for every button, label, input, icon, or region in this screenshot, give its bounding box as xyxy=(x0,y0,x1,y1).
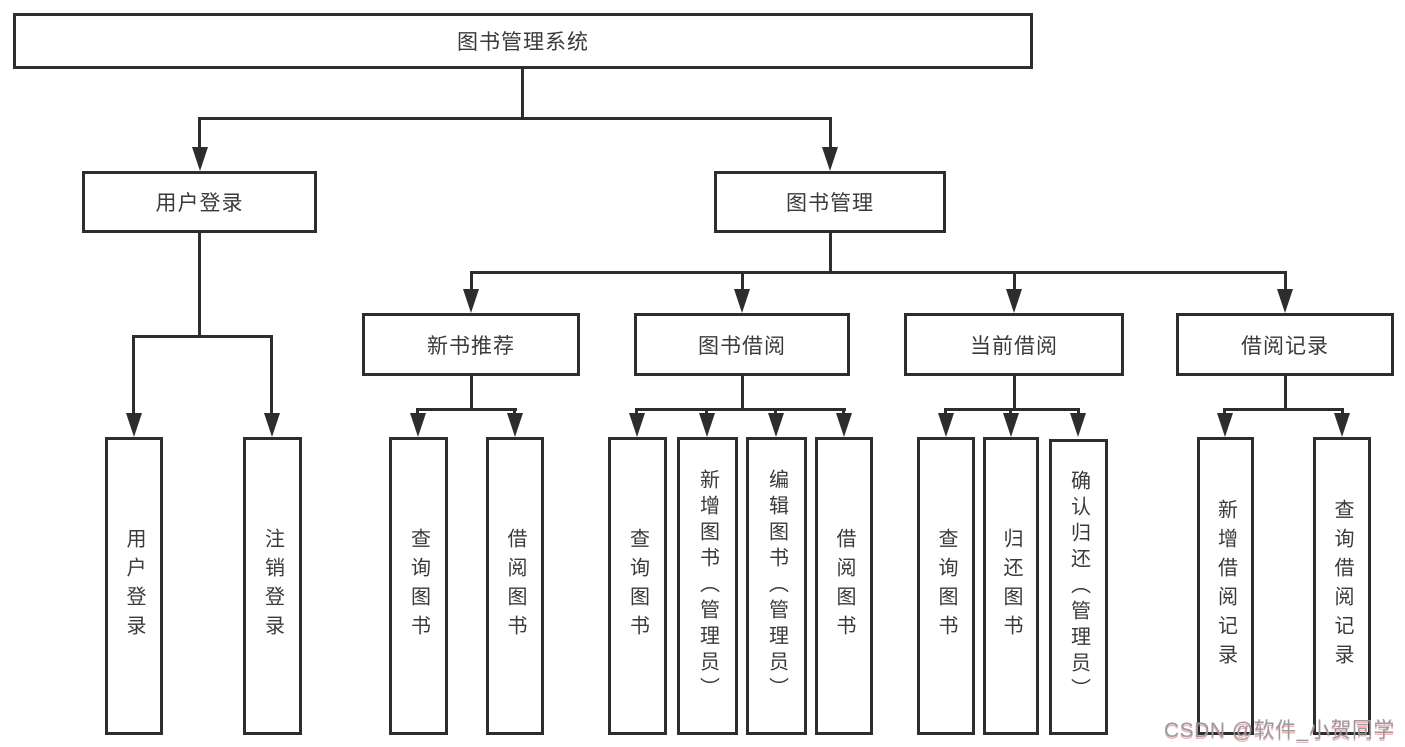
leaf-add-books-admin-label: 新增图书（管理员） xyxy=(696,469,719,703)
arrow-to-leaf-borrow-books xyxy=(836,413,852,437)
leaf-add-borrow-record: 新增借阅记录 xyxy=(1197,437,1254,735)
node-new-book-recommend: 新书推荐 xyxy=(362,313,580,376)
connector-root-stem xyxy=(521,69,524,120)
connector-to-leaf-return-books xyxy=(1009,408,1012,417)
arrow-to-leaf-query-recommend xyxy=(410,413,426,437)
connector-borrow-record-crossbar xyxy=(1223,408,1344,411)
arrow-to-book-borrow xyxy=(734,289,750,313)
connector-book-management-crossbar xyxy=(470,271,1287,274)
connector-user-login-stem xyxy=(198,233,201,338)
connector-to-leaf-query-record xyxy=(1341,408,1344,417)
node-book-borrow: 图书借阅 xyxy=(634,313,850,376)
connector-to-current-borrow xyxy=(1013,271,1016,292)
connector-current-borrow-crossbar xyxy=(944,408,1080,411)
node-book-management-label: 图书管理 xyxy=(786,192,874,215)
connector-to-leaf-borrow-recommend xyxy=(513,408,516,417)
csdn-watermark: CSDN @软件_小贺同学 xyxy=(1164,719,1395,742)
leaf-borrow-books: 借阅图书 xyxy=(815,437,873,735)
connector-to-leaf-query-recommend xyxy=(416,408,419,417)
leaf-add-books-admin: 新增图书（管理员） xyxy=(677,437,738,735)
node-root-label: 图书管理系统 xyxy=(457,31,589,54)
leaf-borrow-books-recommend: 借阅图书 xyxy=(486,437,544,735)
arrow-to-new-book-recommend xyxy=(463,289,479,313)
node-borrow-record-label: 借阅记录 xyxy=(1241,334,1329,358)
leaf-borrow-books-recommend-label: 借阅图书 xyxy=(504,528,526,644)
leaf-edit-books-admin: 编辑图书（管理员） xyxy=(746,437,807,735)
connector-to-leaf-add-books xyxy=(705,408,708,417)
connector-to-leaf-edit-books xyxy=(774,408,777,417)
connector-to-leaf-query-current xyxy=(944,408,947,417)
node-new-book-recommend-label: 新书推荐 xyxy=(427,334,515,358)
arrow-to-leaf-return-books xyxy=(1003,413,1019,437)
arrow-to-current-borrow xyxy=(1006,289,1022,313)
connector-user-login-crossbar xyxy=(132,335,273,338)
node-borrow-record: 借阅记录 xyxy=(1176,313,1394,376)
connector-book-management-stem xyxy=(829,233,832,274)
connector-book-borrow-crossbar xyxy=(635,408,846,411)
connector-to-book-management xyxy=(829,117,832,150)
connector-book-borrow-stem xyxy=(741,376,744,411)
connector-to-leaf-confirm-return xyxy=(1077,408,1080,417)
connector-root-crossbar xyxy=(198,117,832,120)
arrow-to-leaf-add-record xyxy=(1217,413,1233,437)
leaf-query-borrow-record: 查询借阅记录 xyxy=(1313,437,1371,735)
leaf-query-books-recommend-label: 查询图书 xyxy=(407,528,430,644)
node-book-borrow-label: 图书借阅 xyxy=(698,334,786,358)
node-current-borrow-label: 当前借阅 xyxy=(970,334,1058,358)
leaf-borrow-books-label: 借阅图书 xyxy=(833,528,855,644)
node-root: 图书管理系统 xyxy=(13,13,1033,69)
connector-to-leaf-logout xyxy=(270,335,273,415)
node-user-login-label: 用户登录 xyxy=(155,192,244,215)
arrow-to-user-login xyxy=(192,147,208,171)
leaf-query-books-recommend: 查询图书 xyxy=(389,437,448,735)
connector-new-book-recommend-stem xyxy=(470,376,473,411)
connector-to-borrow-record xyxy=(1284,271,1287,292)
connector-borrow-record-stem xyxy=(1284,376,1287,411)
connector-to-leaf-query-borrow xyxy=(635,408,638,417)
connector-to-leaf-borrow-books xyxy=(842,408,845,417)
leaf-query-borrow-record-label: 查询借阅记录 xyxy=(1331,499,1353,673)
leaf-user-login: 用户登录 xyxy=(105,437,163,735)
leaf-return-books-label: 归还图书 xyxy=(1000,528,1022,644)
leaf-add-borrow-record-label: 新增借阅记录 xyxy=(1214,499,1237,673)
arrow-to-leaf-borrow-recommend xyxy=(507,413,523,437)
leaf-logout: 注销登录 xyxy=(243,437,302,735)
arrow-to-leaf-query-current xyxy=(938,413,954,437)
leaf-query-books-borrow-label: 查询图书 xyxy=(626,528,649,644)
node-book-management: 图书管理 xyxy=(714,171,946,233)
leaf-confirm-return-admin: 确认归还（管理员） xyxy=(1049,439,1108,735)
node-current-borrow: 当前借阅 xyxy=(904,313,1124,376)
leaf-query-books-current: 查询图书 xyxy=(917,437,975,735)
leaf-query-books-current-label: 查询图书 xyxy=(935,528,957,644)
arrow-to-book-management xyxy=(822,147,838,171)
leaf-query-books-borrow: 查询图书 xyxy=(608,437,667,735)
connector-current-borrow-stem xyxy=(1013,376,1016,411)
leaf-confirm-return-admin-label: 确认归还（管理员） xyxy=(1067,470,1090,704)
leaf-edit-books-admin-label: 编辑图书（管理员） xyxy=(765,469,788,703)
arrow-to-borrow-record xyxy=(1277,289,1293,313)
arrow-to-leaf-edit-books xyxy=(768,413,784,437)
leaf-user-login-label: 用户登录 xyxy=(123,528,145,644)
connector-to-book-borrow xyxy=(741,271,744,292)
connector-to-new-book-recommend xyxy=(470,271,473,292)
leaf-logout-label: 注销登录 xyxy=(261,528,284,644)
connector-to-leaf-add-record xyxy=(1223,408,1226,417)
arrow-to-leaf-query-borrow xyxy=(629,413,645,437)
arrow-to-leaf-query-record xyxy=(1334,413,1350,437)
connector-to-user-login xyxy=(198,117,201,150)
connector-to-leaf-user-login xyxy=(132,335,135,415)
arrow-to-leaf-user-login xyxy=(126,413,142,437)
arrow-to-leaf-add-books xyxy=(699,413,715,437)
leaf-return-books: 归还图书 xyxy=(983,437,1039,735)
arrow-to-leaf-confirm-return xyxy=(1070,413,1086,437)
connector-new-book-recommend-crossbar xyxy=(416,408,517,411)
arrow-to-leaf-logout xyxy=(264,413,280,437)
node-user-login: 用户登录 xyxy=(82,171,317,233)
